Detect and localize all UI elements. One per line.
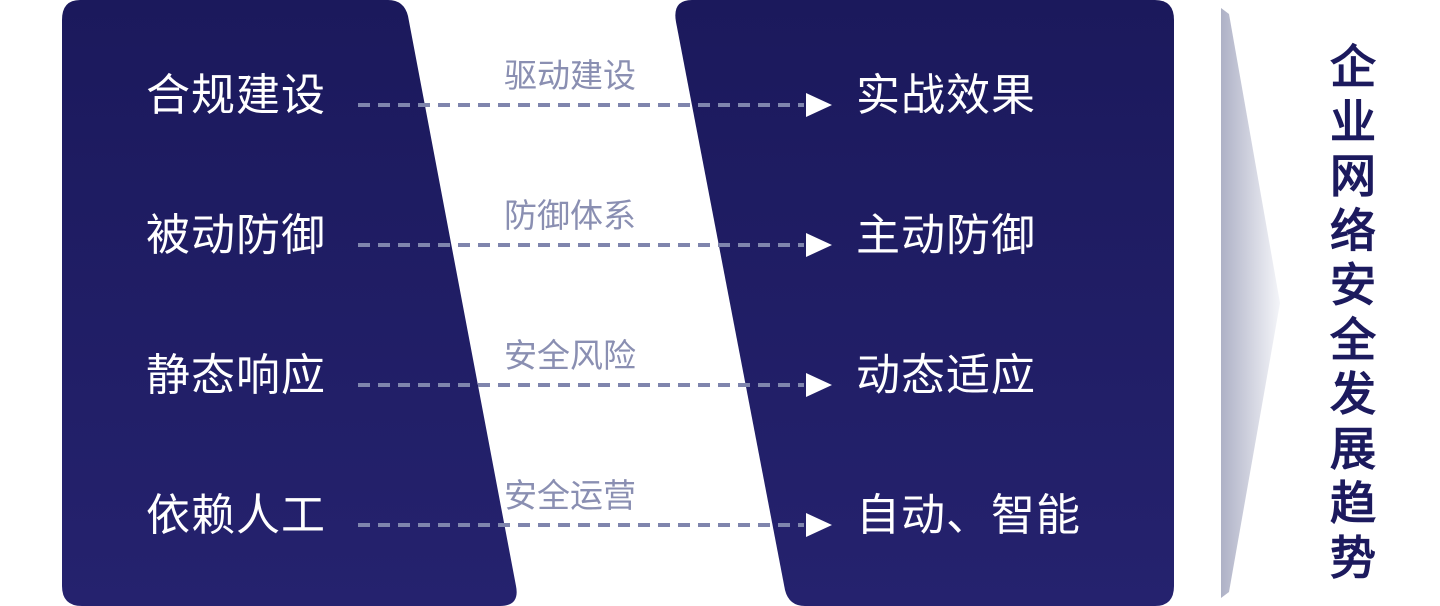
middle-label-security-risk: 安全风险 xyxy=(504,336,636,375)
right-label-automation: 自动、智能 xyxy=(856,490,1081,541)
connector-arrow xyxy=(358,513,832,537)
trend-title: 企 业 网 络 安 全 发 展 趋 势 xyxy=(1325,40,1381,585)
trend-title-char: 势 xyxy=(1330,530,1376,585)
trend-title-char: 展 xyxy=(1330,421,1376,476)
left-label-static-response: 静态响应 xyxy=(146,350,326,401)
connector-arrow xyxy=(358,93,832,117)
trend-title-char: 全 xyxy=(1330,312,1376,367)
trend-title-char: 发 xyxy=(1330,367,1376,421)
left-label-manual: 依赖人工 xyxy=(146,490,326,541)
middle-label-defense-system: 防御体系 xyxy=(504,196,636,235)
trend-arrow-icon xyxy=(1221,8,1280,598)
right-label-combat-effect: 实战效果 xyxy=(856,70,1036,121)
connector-arrow xyxy=(358,233,832,257)
middle-label-drive-construction: 驱动建设 xyxy=(504,56,636,95)
middle-label-security-operations: 安全运营 xyxy=(504,476,636,515)
trend-title-char: 企 xyxy=(1330,40,1376,94)
trend-title-char: 网 xyxy=(1330,149,1376,203)
right-panel xyxy=(675,0,1174,606)
trend-title-char: 趋 xyxy=(1330,476,1376,530)
right-label-dynamic-adaptation: 动态适应 xyxy=(856,350,1036,401)
connector-arrow xyxy=(358,373,832,397)
trend-title-char: 络 xyxy=(1330,203,1376,258)
left-label-compliance: 合规建设 xyxy=(146,70,326,121)
right-label-active-defense: 主动防御 xyxy=(856,210,1036,261)
trend-title-char: 业 xyxy=(1330,94,1376,149)
left-panel xyxy=(62,0,517,606)
trend-title-char: 安 xyxy=(1330,258,1376,312)
left-label-passive-defense: 被动防御 xyxy=(146,210,326,261)
